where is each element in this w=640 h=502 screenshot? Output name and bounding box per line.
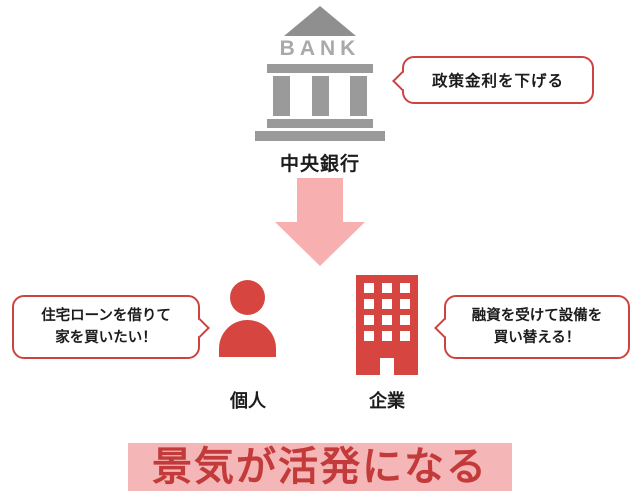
policy-rate-bubble: 政策金利を下げる [392, 56, 594, 104]
bank-sign-text: BANK [279, 37, 361, 60]
central-bank-group: BANK 中央銀行 [252, 6, 388, 176]
person-icon [230, 280, 265, 315]
financing-bubble: 融資を受けて設備を 買い替える！ [434, 295, 630, 359]
bank-columns [273, 76, 367, 116]
building-icon [356, 275, 418, 375]
down-arrow-head-icon [275, 222, 365, 266]
bubble-tail-left [392, 71, 412, 91]
company-label: 企業 [369, 391, 405, 411]
bank-entablature [267, 64, 373, 73]
financing-bubble-line2: 買い替える！ [493, 330, 581, 346]
building-windows [364, 283, 410, 341]
person-icon-body [219, 320, 276, 357]
footer-highlight-band: 景気が活発になる [128, 443, 512, 491]
building-door [380, 358, 394, 375]
bank-roof-icon [284, 6, 356, 36]
bank-column [350, 76, 367, 116]
financing-bubble-line1: 融資を受けて設備を [471, 307, 603, 324]
policy-rate-bubble-text: 政策金利を下げる [431, 73, 564, 90]
individual-label: 個人 [230, 391, 266, 411]
home-loan-bubble-line2: 家を買いたい！ [55, 330, 157, 346]
bank-stylobate [267, 119, 373, 128]
central-bank-label: 中央銀行 [279, 154, 360, 175]
footer-headline: 景気が活発になる [152, 443, 488, 490]
bank-column [273, 76, 290, 116]
bank-icon: BANK [252, 6, 388, 141]
home-loan-bubble-line1: 住宅ローンを借りて [41, 307, 171, 324]
bubble-tail-left [434, 318, 454, 338]
bubble-tail-right [190, 318, 210, 338]
bank-base [255, 131, 385, 141]
home-loan-bubble: 住宅ローンを借りて 家を買いたい！ [12, 295, 210, 359]
down-arrow-icon [297, 178, 343, 223]
bank-column [311, 76, 329, 116]
